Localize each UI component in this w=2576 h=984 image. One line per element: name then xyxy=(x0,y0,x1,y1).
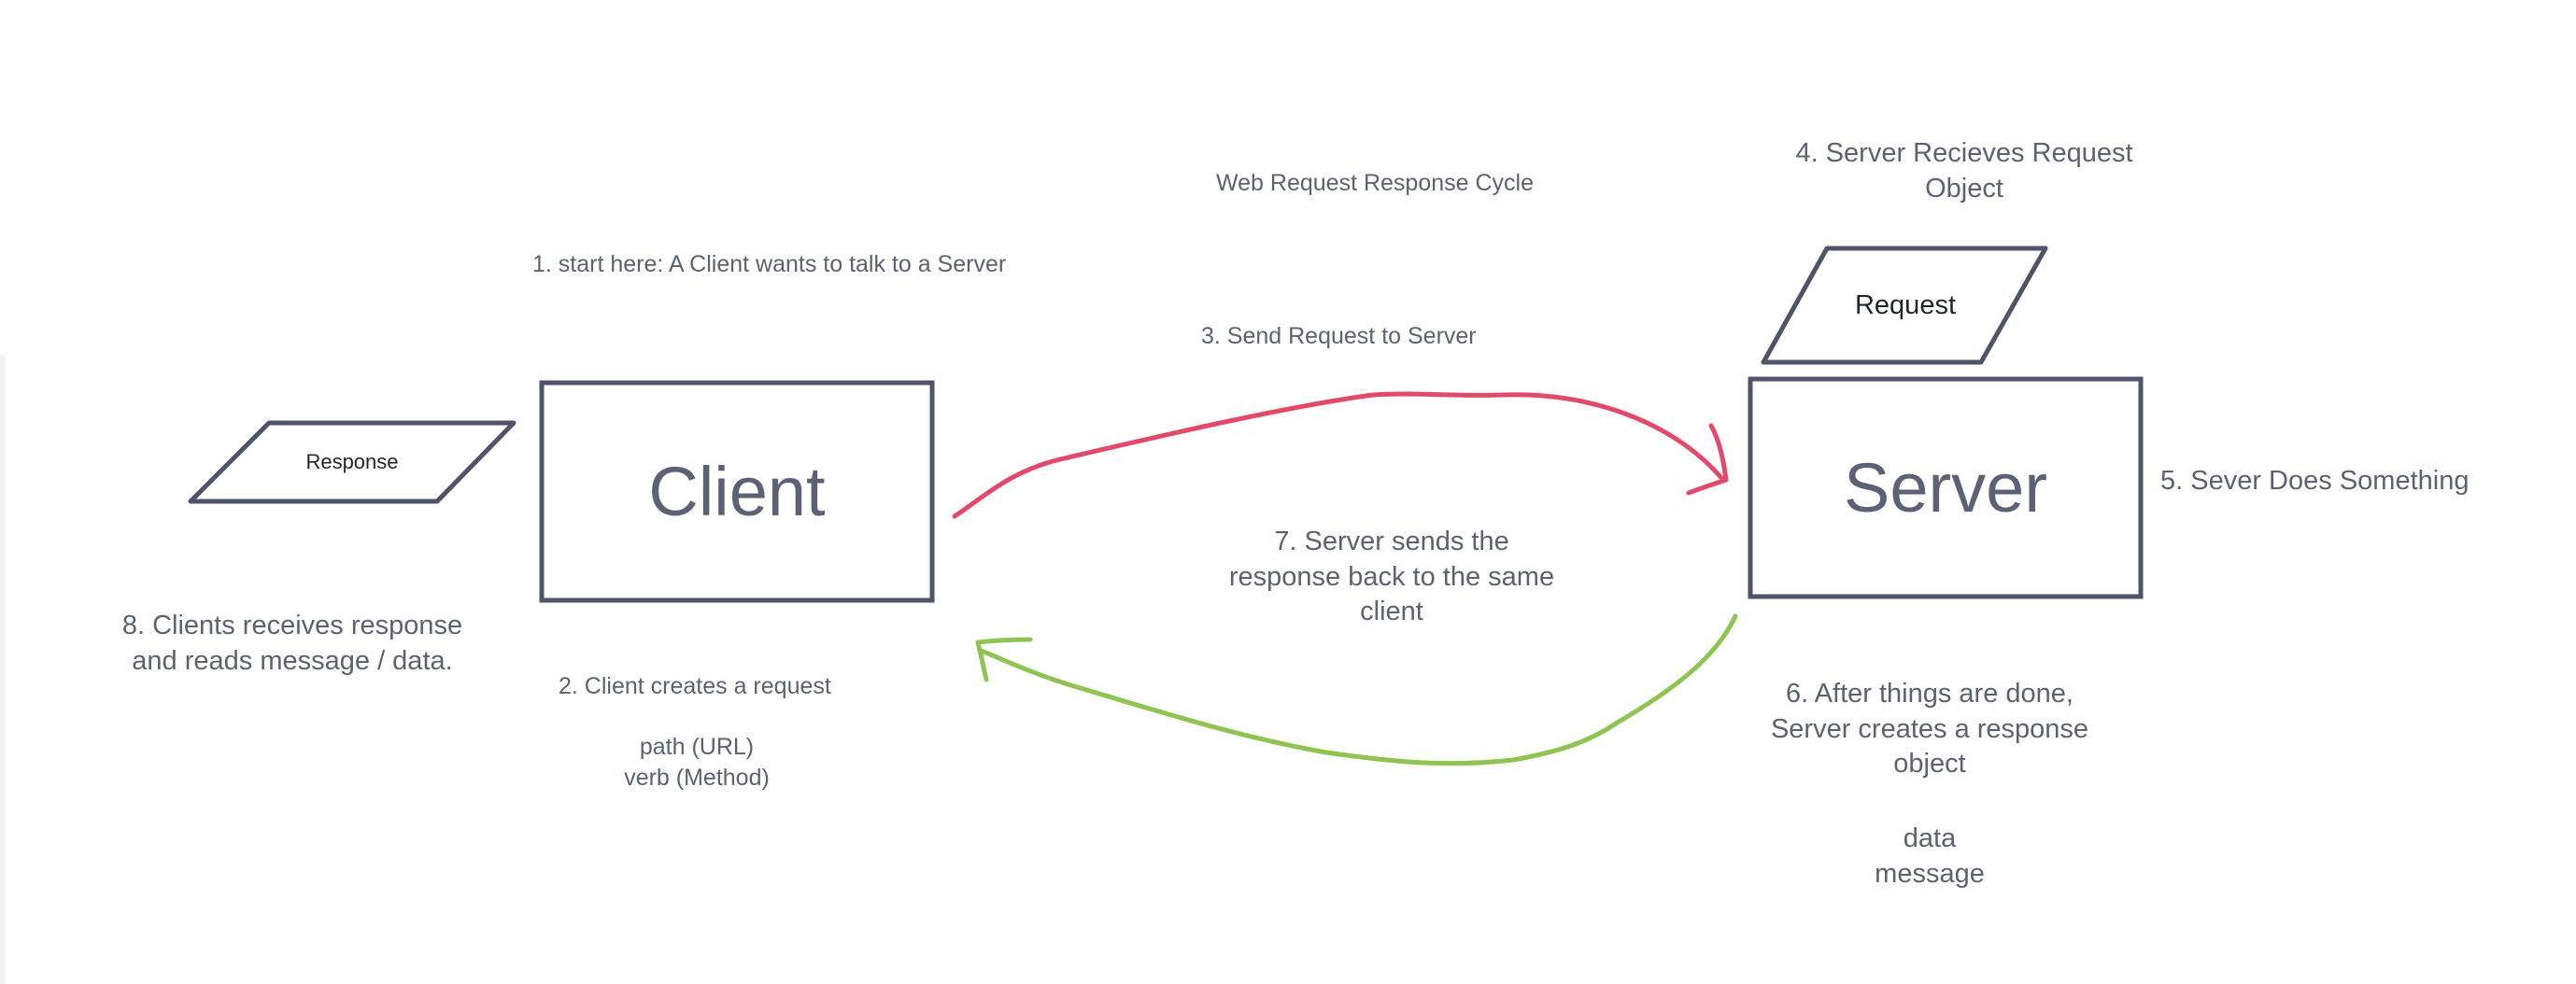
step-6-line-1: 6. After things are done, xyxy=(1786,679,2074,709)
response-arrowhead xyxy=(975,637,1033,682)
step-7-line-3: client xyxy=(1360,597,1423,627)
step-4-text: 4. Server Recieves Request Object xyxy=(1775,136,2154,206)
step-1-text: 1. start here: A Client wants to talk to… xyxy=(532,251,1007,277)
request-arrowhead xyxy=(1686,423,1729,496)
response-shape xyxy=(188,420,517,504)
step-4-line-1: 4. Server Recieves Request xyxy=(1795,138,2133,168)
step-2-text: 2. Client creates a request xyxy=(559,673,831,699)
server-box xyxy=(1748,376,2144,599)
step-7-line-1: 7. Server sends the xyxy=(1274,527,1509,556)
diagram-title: Web Request Response Cycle xyxy=(1216,170,1534,196)
request-arrow xyxy=(952,391,1726,519)
client-label: Client xyxy=(648,453,826,530)
server-label: Server xyxy=(1844,449,2047,527)
left-edge-shade xyxy=(0,355,6,984)
step-6-detail-message: message xyxy=(1875,858,1985,889)
step-6-detail-data: data xyxy=(1903,823,1957,853)
request-label: Request xyxy=(1854,289,1956,320)
step-6-details: data message xyxy=(1734,822,2126,892)
step-2-details: path (URL) verb (Method) xyxy=(560,732,833,793)
step-6-line-2: Server creates a response xyxy=(1770,713,2089,744)
response-arrow xyxy=(978,613,1738,766)
step-2-detail-verb: verb (Method) xyxy=(624,764,770,791)
step-3-text: 3. Send Request to Server xyxy=(1201,323,1477,349)
step-5-text: 5. Sever Does Something xyxy=(2160,466,2470,496)
step-7-line-2: response back to the same xyxy=(1228,561,1555,592)
step-7-text: 7. Server sends the response back to the… xyxy=(1196,525,1588,630)
client-box xyxy=(539,380,935,603)
step-8-line-2: and reads message / data. xyxy=(132,645,453,676)
step-2-detail-path: path (URL) xyxy=(639,734,755,760)
step-4-line-2: Object xyxy=(1925,173,2003,204)
step-8-text: 8. Clients receives response and reads m… xyxy=(93,609,491,679)
step-6-line-3: object xyxy=(1893,749,1966,780)
request-shape xyxy=(1761,246,2048,365)
step-8-line-1: 8. Clients receives response xyxy=(121,611,463,640)
response-label: Response xyxy=(305,450,399,473)
step-6-text: 6. After things are done, Server creates… xyxy=(1734,677,2126,782)
